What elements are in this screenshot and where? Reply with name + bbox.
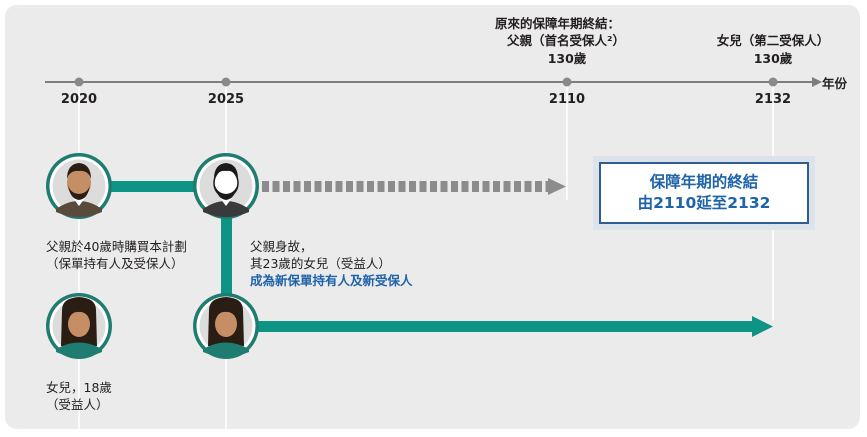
father-icon [46,153,112,219]
axis-arrowhead [812,77,822,87]
daughter-icon [46,293,112,359]
axis-tick-2110 [562,77,572,87]
axis-tick-2025 [221,77,231,87]
daughter-coverage-bar [258,321,753,332]
original-end-age: 130歲 [547,51,587,66]
daughter-2025-icon [193,293,259,359]
year-label-2132: 2132 [754,92,792,107]
daughter-coverage-arrowhead [752,316,773,337]
daughter-text: 女兒，18歲 [46,380,112,395]
original-coverage-arrowhead [548,178,566,195]
connector-father-to-2025 [108,181,194,192]
year-label-2025: 2025 [207,92,245,107]
daughter-age-text: 其23歲的女兒（受益人） [250,256,391,271]
connector-2025-down [221,210,232,298]
father-buy-role: （保單持有人及受保人） [46,256,184,271]
axis-unit-label: 年份 [822,76,848,91]
callout-detail: 由2110延至2132 [637,194,771,212]
father-buy-text: 父親於40歲時購買本計劃 [46,239,187,254]
father-death-text: 父親身故， [250,239,313,254]
coverage-extension-callout: 保障年期的終結 由2110延至2132 [593,156,815,230]
year-label-2020: 2020 [60,92,98,107]
axis-tick-2020 [74,77,84,87]
daughter-end-age: 130歲 [753,51,793,66]
year-label-2110: 2110 [548,92,586,107]
axis-tick-2132 [768,77,778,87]
daughter-role: （受益人） [46,397,109,412]
original-end-title: 原來的保障年期終結： [495,16,621,31]
callout-title: 保障年期的終結 [649,173,759,191]
father-deceased-icon [193,153,259,219]
original-end-insured: 父親（首名受保人²） [507,33,625,48]
daughter-end-title: 女兒（第二受保人） [716,33,830,48]
new-policyholder-text: 成為新保單持有人及新受保人 [250,273,413,288]
